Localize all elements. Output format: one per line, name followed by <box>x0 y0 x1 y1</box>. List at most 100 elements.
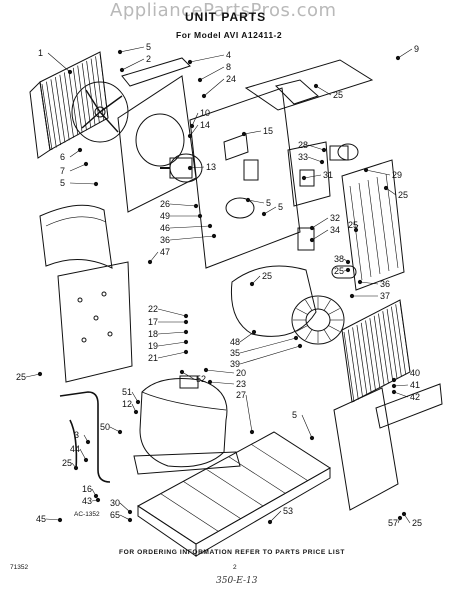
callout-48: 48 <box>230 337 240 347</box>
screw-6 <box>313 83 319 89</box>
callout-5: 5 <box>278 202 283 212</box>
callout-42: 42 <box>410 392 420 402</box>
callout-2: 2 <box>146 54 151 64</box>
callout-44: 44 <box>70 444 80 454</box>
callout-47: 47 <box>160 247 170 257</box>
screw-41 <box>297 343 303 349</box>
screw-10 <box>189 123 195 129</box>
screw-38 <box>183 349 189 355</box>
screw-42 <box>179 369 185 375</box>
screw-20 <box>193 203 199 209</box>
callout-8: 8 <box>226 62 231 72</box>
screw-18 <box>301 175 307 181</box>
callout-25: 25 <box>333 90 343 100</box>
screw-50 <box>133 409 139 415</box>
callout-38: 38 <box>334 254 344 264</box>
handwritten-note: 350-E-13 <box>216 576 258 586</box>
callout-leaders <box>25 46 413 524</box>
screw-64 <box>401 511 407 517</box>
condenser-coil <box>29 51 109 159</box>
callout-3: 3 <box>74 430 79 440</box>
screw-65 <box>395 55 401 61</box>
screw-47 <box>391 383 397 389</box>
screw-8 <box>83 161 89 167</box>
callout-21: 21 <box>148 353 158 363</box>
screw-59 <box>127 517 133 523</box>
screw-9 <box>93 181 99 187</box>
screw-53 <box>83 457 89 463</box>
callout-25: 25 <box>16 372 26 382</box>
screw-45 <box>249 429 255 435</box>
screw-26 <box>309 237 315 243</box>
screw-54 <box>73 465 79 471</box>
screw-16 <box>363 167 369 173</box>
screw-52 <box>85 439 91 445</box>
screw-58 <box>127 509 133 515</box>
callout-23: 23 <box>236 379 246 389</box>
screw-55 <box>93 493 99 499</box>
screw-56 <box>95 497 101 503</box>
screw-51 <box>117 429 123 435</box>
screw-34 <box>183 313 189 319</box>
right-panel <box>341 159 405 291</box>
screw-63 <box>397 515 403 521</box>
callout-5: 5 <box>146 42 151 52</box>
callout-39: 39 <box>230 359 240 369</box>
screw-37 <box>183 339 189 345</box>
shroud-panel <box>117 75 197 213</box>
callout-17: 17 <box>148 317 158 327</box>
screw-35 <box>183 319 189 325</box>
screw-32 <box>357 279 363 285</box>
callout-50: 50 <box>100 422 110 432</box>
callout-12: 12 <box>122 399 132 409</box>
callout-25: 25 <box>412 518 422 528</box>
callout-20: 20 <box>236 368 246 378</box>
callout-14: 14 <box>200 120 210 130</box>
screw-33 <box>349 293 355 299</box>
callout-34: 34 <box>330 225 340 235</box>
model-subtitle: For Model AVI A12411-2 <box>176 30 283 40</box>
callout-1: 1 <box>38 48 43 58</box>
ac-code: AC-1352 <box>74 511 100 518</box>
left-side-panel <box>57 261 133 383</box>
callout-5: 5 <box>60 178 65 188</box>
callout-25: 25 <box>348 220 358 230</box>
callout-49: 49 <box>160 211 170 221</box>
callout-65: 65 <box>110 510 120 520</box>
callout-15: 15 <box>263 126 273 136</box>
callout-10: 10 <box>200 108 210 118</box>
callout-29: 29 <box>392 170 402 180</box>
screw-39 <box>251 329 257 335</box>
screw-46 <box>391 377 397 383</box>
callout-5: 5 <box>292 410 297 420</box>
screw-11 <box>187 133 193 139</box>
screw-19 <box>245 197 251 203</box>
callout-57: 57 <box>388 518 398 528</box>
callout-27: 27 <box>236 390 246 400</box>
evaporator-coil <box>341 299 411 403</box>
callout-37: 37 <box>380 291 390 301</box>
watermark: AppliancePartsPros.com <box>110 0 337 21</box>
callout-36: 36 <box>380 279 390 289</box>
screw-22 <box>207 223 213 229</box>
callout-40: 40 <box>410 368 420 378</box>
bulkhead-panel <box>189 87 301 269</box>
callout-4: 4 <box>226 50 231 60</box>
page-title: UNIT PARTS <box>185 10 267 24</box>
callout-9: 9 <box>414 44 419 54</box>
screw-49 <box>135 399 141 405</box>
blower-assembly <box>230 265 345 345</box>
screw-40 <box>293 335 299 341</box>
callout-45: 45 <box>36 514 46 524</box>
screw-44 <box>207 379 213 385</box>
screw-29 <box>249 281 255 287</box>
screw-14 <box>321 147 327 153</box>
callout-16: 16 <box>82 484 92 494</box>
compressor <box>133 375 241 475</box>
callout-25: 25 <box>262 271 272 281</box>
callout-7: 7 <box>60 166 65 176</box>
callout-31: 31 <box>323 170 333 180</box>
